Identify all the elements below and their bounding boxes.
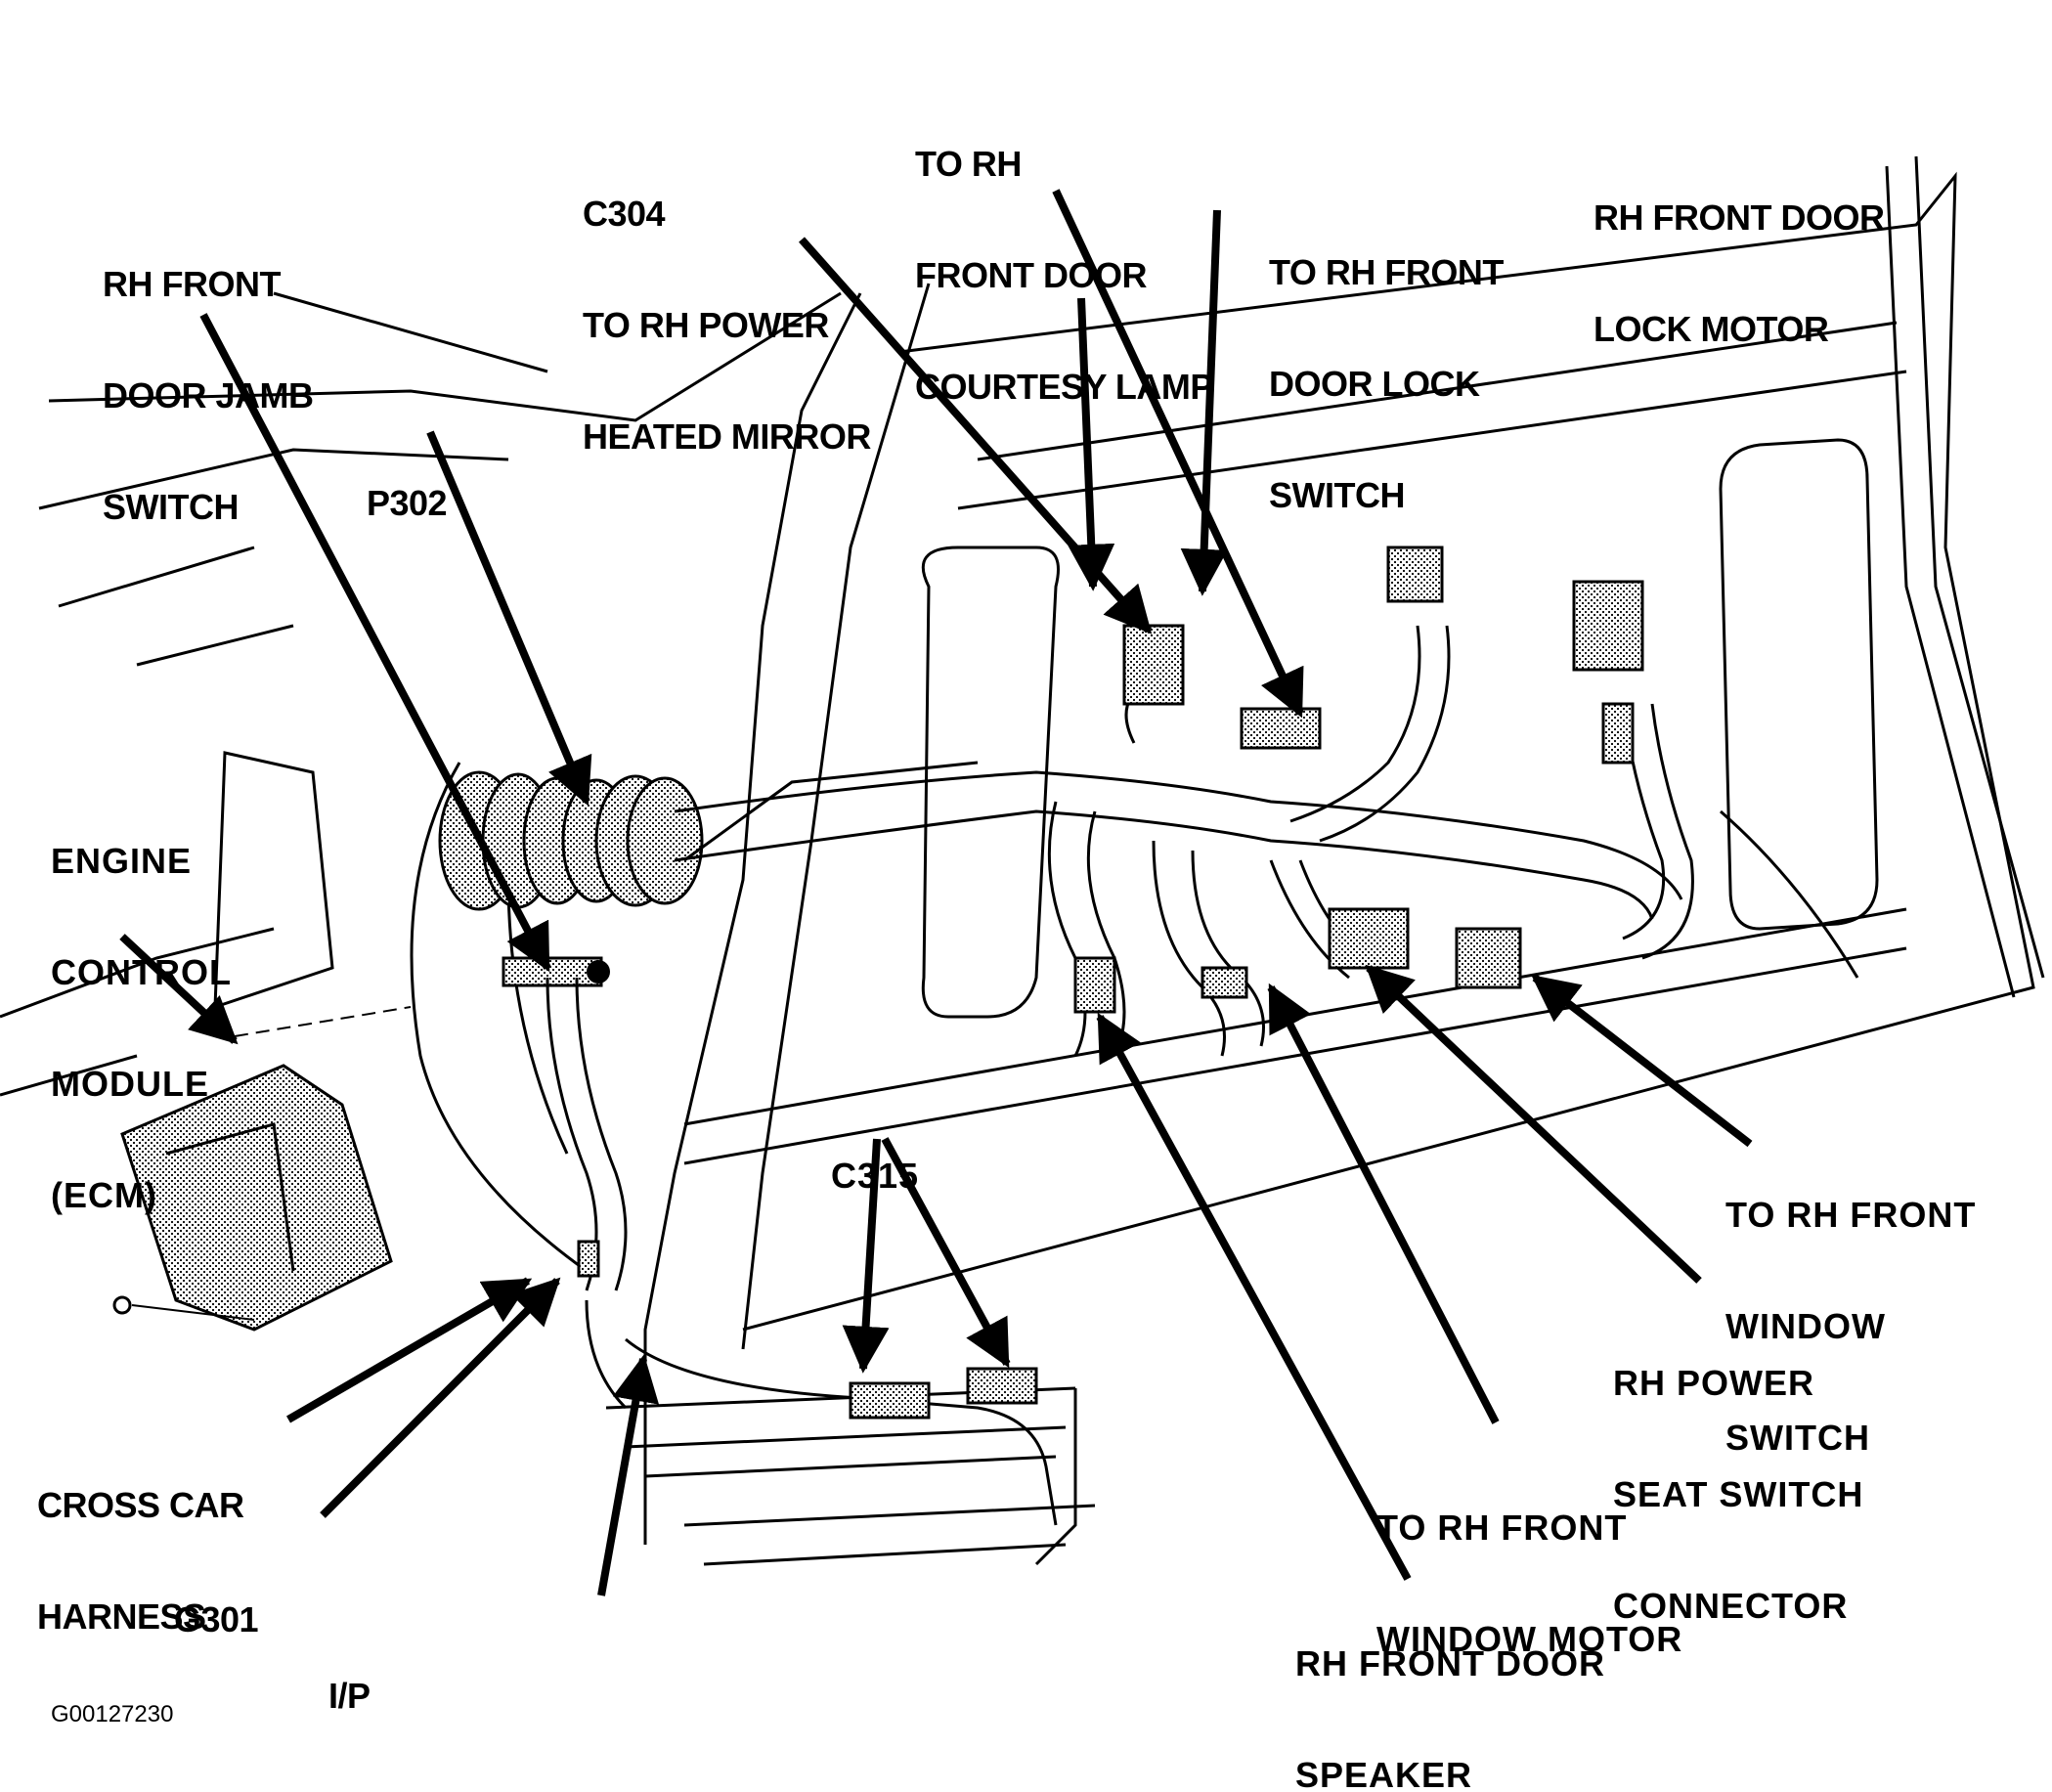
label-door-lock-motor: RH FRONT DOOR LOCK MOTOR (1594, 197, 1885, 349)
leader-courtesy-lamp (1052, 189, 1304, 719)
leader-ecm (119, 934, 239, 1045)
leader-cross-car-harness (285, 1277, 533, 1423)
connector-courtesy-lamp (1240, 707, 1322, 750)
label-ecm: ENGINE CONTROL MODULE (ECM) (51, 841, 232, 1215)
leader-g301 (320, 1277, 561, 1518)
leader-door-lock-switch (1068, 297, 1115, 591)
figure-id: G00127230 (51, 1701, 174, 1727)
connector-window-motor (1201, 966, 1248, 999)
label-c315: C315 (831, 1156, 920, 1196)
leader-power-seat (1365, 964, 1702, 1284)
label-cross-car-harness: CROSS CAR HARNESS (37, 1485, 244, 1637)
label-p302: P302 (367, 483, 448, 523)
label-ip-harness: I/P HARNESS (328, 1676, 498, 1792)
label-g301: G301 (174, 1599, 259, 1639)
connectors (577, 546, 1644, 1420)
connector-door-lock-motor (1572, 580, 1644, 672)
leader-lines (119, 189, 1753, 1596)
leader-window-motor (1267, 983, 1500, 1424)
harness (546, 625, 1694, 1526)
label-rh-front-door-jamb-switch: RH FRONT DOOR JAMB SWITCH (103, 264, 314, 527)
connector-door-lock-switch (1386, 546, 1444, 603)
connector-c315-a (849, 1381, 931, 1420)
leader-speaker (1096, 1012, 1412, 1581)
leader-door-lock-motor (1180, 209, 1228, 596)
label-speaker-connector: RH FRONT DOOR SPEAKER CONNECTOR (1295, 1643, 1605, 1792)
leader-door-jamb-switch (199, 313, 551, 973)
door-jamb-switch (502, 956, 610, 987)
connector-c315-b (966, 1367, 1038, 1405)
connector-g301 (577, 1240, 600, 1278)
ecm-module (112, 1006, 412, 1332)
label-window-motor: TO RH FRONT WINDOW MOTOR (1376, 1508, 1683, 1659)
label-power-seat-switch-connector: RH POWER SEAT SWITCH CONNECTOR (1613, 1363, 1864, 1626)
body-panels (0, 155, 2045, 1566)
connector-speaker (1073, 956, 1116, 1014)
connector-window-motor-pigtail (1601, 702, 1635, 765)
leader-window-switch (1531, 974, 1753, 1148)
label-window-switch: TO RH FRONT WINDOW SWITCH (1725, 1195, 1977, 1458)
leader-ip-harness (597, 1354, 660, 1596)
leader-c315-a (842, 1138, 890, 1374)
label-c304-heated-mirror: C304 TO RH POWER HEATED MIRROR (583, 194, 871, 457)
connector-power-seat (1328, 907, 1410, 970)
label-courtesy-lamp: TO RH FRONT DOOR COURTESY LAMP (915, 144, 1213, 407)
connector-c304 (1122, 624, 1185, 706)
leader-p302 (426, 430, 592, 807)
leader-c315-b (881, 1137, 1011, 1369)
connector-window-switch (1455, 927, 1522, 989)
label-door-lock-switch: TO RH FRONT DOOR LOCK SWITCH (1269, 252, 1504, 515)
